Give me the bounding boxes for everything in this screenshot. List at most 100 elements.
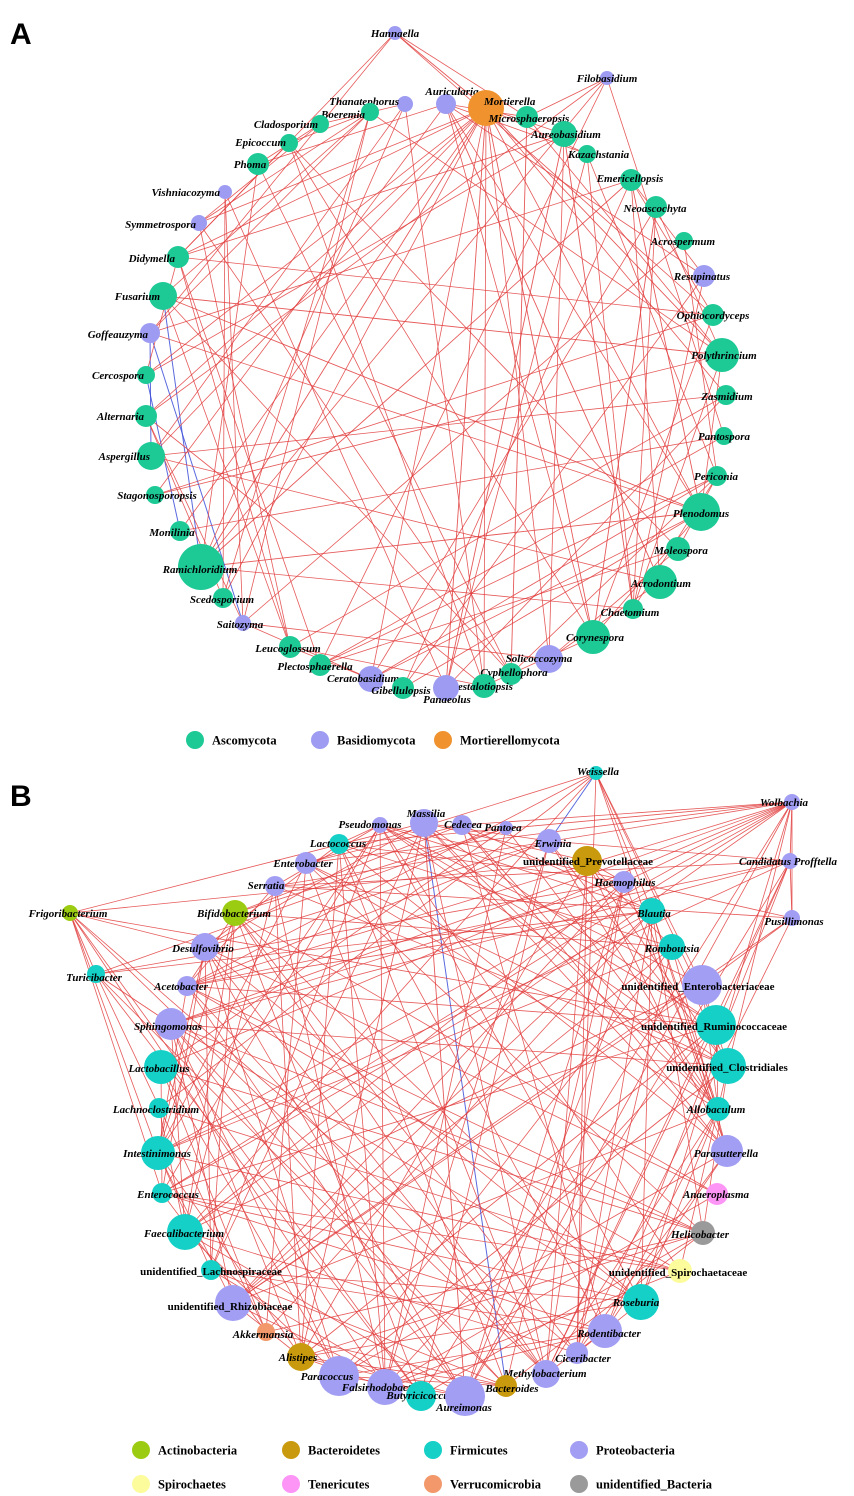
node-vishniacozyma[interactable]: Vishniacozyma — [152, 185, 232, 199]
node-auricularia[interactable]: Auricularia — [424, 86, 479, 114]
node-epicoccum[interactable]: Epicoccum — [234, 134, 298, 152]
node-pusillimonas[interactable]: Pusillimonas — [764, 910, 824, 928]
node-alistipes[interactable]: Alistipes — [278, 1343, 318, 1371]
node-cedecea[interactable]: Cedecea — [444, 815, 482, 835]
node-aureimonas[interactable]: Aureimonas — [435, 1376, 492, 1416]
node-butyricicoccus[interactable]: Butyricicoccus — [385, 1381, 454, 1411]
node-goffeauzyma[interactable]: Goffeauzyma — [88, 323, 160, 343]
node-unidentified-rhizobiaceae[interactable]: unidentified_Rhizobiaceae — [168, 1285, 293, 1321]
node-helicobacter[interactable]: Helicobacter — [670, 1221, 730, 1245]
node-ceratobasidium[interactable]: Ceratobasidium — [327, 666, 400, 692]
node-intestinimonas[interactable]: Intestinimonas — [122, 1136, 191, 1170]
node-ciceribacter[interactable]: Ciceribacter — [555, 1342, 612, 1365]
node-corynespora[interactable]: Corynespora — [566, 620, 625, 654]
node-weissella[interactable]: Weissella — [577, 766, 619, 780]
node-bacteroides[interactable]: Bacteroides — [484, 1375, 539, 1397]
node-turicibacter[interactable]: Turicibacter — [66, 965, 123, 984]
node-enterobacter[interactable]: Enterobacter — [272, 852, 333, 874]
node-methylobacterium[interactable]: Methylobacterium — [502, 1360, 587, 1388]
node-pseudomonas[interactable]: Pseudomonas — [339, 817, 402, 833]
node-bifidobacterium[interactable]: Bifidobacterium — [196, 900, 271, 926]
node-pantoea[interactable]: Pantoea — [484, 821, 522, 835]
node-thanatephorus[interactable]: Thanatephorus — [329, 96, 413, 112]
node-unidentified-prevotellaceae[interactable]: unidentified_Prevotellaceae — [523, 846, 653, 876]
edge-alternaria-mortierella — [145, 107, 487, 417]
node-unidentified-lachnospiraceae[interactable]: unidentified_Lachnospiraceae — [140, 1260, 282, 1280]
node-rodentibacter[interactable]: Rodentibacter — [576, 1314, 641, 1348]
node-unidentified-spirochaetaceae[interactable]: unidentified_Spirochaetaceae — [609, 1259, 748, 1283]
node-microsphaeropsis[interactable]: Microsphaeropsis — [488, 106, 570, 128]
node-candidatus-profftella[interactable]: Candidatus Profftella — [739, 853, 837, 869]
node-unidentified-ruminococcaceae[interactable]: unidentified_Ruminococcaceae — [641, 1005, 787, 1045]
node-lactobacillus[interactable]: Lactobacillus — [127, 1050, 190, 1084]
node-alternaria[interactable]: Alternaria — [96, 405, 157, 427]
node-cercospora[interactable]: Cercospora — [92, 366, 155, 384]
node-serratia[interactable]: Serratia — [248, 876, 285, 896]
node-kazachstania[interactable]: Kazachstania — [567, 145, 630, 163]
node-parasutterella[interactable]: Parasutterella — [694, 1135, 759, 1167]
node-unidentified-enterobacteriaceae[interactable]: unidentified_Enterobacteriaceae — [621, 965, 775, 1005]
node-romboutsia[interactable]: Romboutsia — [644, 934, 700, 960]
node-desulfovibrio[interactable]: Desulfovibrio — [171, 933, 234, 961]
node-acrodontium[interactable]: Acrodontium — [630, 565, 691, 599]
node-cladosporium[interactable]: Cladosporium — [254, 115, 329, 133]
node-saitozyma[interactable]: Saitozyma — [217, 615, 264, 631]
node-symmetrospora[interactable]: Symmetrospora — [125, 215, 207, 231]
node-didymella[interactable]: Didymella — [128, 246, 189, 268]
node-roseburia[interactable]: Roseburia — [612, 1284, 660, 1320]
node-emericellopsis[interactable]: Emericellopsis — [596, 169, 664, 191]
node-aureobasidium[interactable]: Aureobasidium — [530, 121, 601, 147]
node-leucoglossum[interactable]: Leucoglossum — [254, 636, 321, 658]
node-hannaella[interactable]: Hannaella — [370, 26, 420, 40]
node-chaetomium[interactable]: Chaetomium — [601, 599, 660, 619]
node-frigoribacterium[interactable]: Frigoribacterium — [28, 905, 108, 921]
node-anaeroplasma[interactable]: Anaeroplasma — [682, 1183, 750, 1205]
node-allobaculum[interactable]: Allobaculum — [686, 1097, 746, 1121]
node-lactococcus[interactable]: Lactococcus — [309, 834, 366, 854]
node-blautia[interactable]: Blautia — [636, 898, 671, 924]
node-plectosphaerella[interactable]: Plectosphaerella — [277, 654, 353, 676]
node-akkermansia[interactable]: Akkermansia — [232, 1323, 294, 1341]
node-periconia[interactable]: Periconia — [694, 466, 738, 486]
node-pantospora[interactable]: Pantospora — [698, 427, 750, 445]
node-circle — [495, 1375, 517, 1397]
node-filobasidium[interactable]: Filobasidium — [576, 71, 638, 85]
node-lachnoclostridium[interactable]: Lachnoclostridium — [112, 1098, 200, 1118]
node-circle — [141, 1136, 175, 1170]
node-acetobacter[interactable]: Acetobacter — [153, 976, 209, 996]
node-enterococcus[interactable]: Enterococcus — [136, 1183, 199, 1203]
node-paracoccus[interactable]: Paracoccus — [301, 1356, 359, 1396]
node-cyphellophora[interactable]: Cyphellophora — [480, 663, 548, 685]
node-solicoccozyma[interactable]: Solicoccozyma — [506, 645, 573, 673]
node-monilinia[interactable]: Monilinia — [148, 521, 195, 541]
node-gibellulopsis[interactable]: Gibellulopsis — [371, 677, 431, 699]
node-falsirhodobacter[interactable]: Falsirhodobacter — [341, 1369, 421, 1405]
node-faecalibacterium[interactable]: Faecalibacterium — [143, 1214, 224, 1250]
node-moleospora[interactable]: Moleospora — [653, 537, 708, 561]
node-fusarium[interactable]: Fusarium — [114, 282, 177, 310]
node-boeremia[interactable]: Boeremia — [320, 103, 379, 121]
node-mortierella[interactable]: Mortierella — [468, 90, 536, 126]
node-aspergillus[interactable]: Aspergillus — [98, 442, 165, 470]
node-polythrincium[interactable]: Polythrincium — [691, 338, 757, 372]
node-erwinia[interactable]: Erwinia — [534, 829, 572, 853]
node-wolbachia[interactable]: Wolbachia — [760, 794, 809, 810]
edge-enterobacter-unidentified-clostridiales — [305, 862, 729, 1067]
node-unidentified-clostridiales[interactable]: unidentified_Clostridiales — [666, 1048, 789, 1084]
node-resupinatus[interactable]: Resupinatus — [673, 265, 730, 287]
node-plenodomus[interactable]: Plenodomus — [673, 493, 729, 531]
node-zasmidium[interactable]: Zasmidium — [700, 385, 753, 405]
node-phoma[interactable]: Phoma — [234, 153, 269, 175]
edge-chaetomium-resupinatus — [632, 275, 705, 610]
node-scedosporium[interactable]: Scedosporium — [190, 588, 255, 608]
node-acrospermum[interactable]: Acrospermum — [650, 232, 716, 250]
node-sphingomonas[interactable]: Sphingomonas — [134, 1008, 202, 1040]
node-ophiocordyceps[interactable]: Ophiocordyceps — [677, 304, 750, 326]
node-panaeolus[interactable]: Panaeolus — [423, 675, 471, 706]
node-pestalotiopsis[interactable]: Pestalotiopsis — [451, 674, 513, 698]
node-stagonosporopsis[interactable]: Stagonosporopsis — [117, 486, 197, 504]
node-neoascochyta[interactable]: Neoascochyta — [623, 196, 687, 218]
node-ramichloridium[interactable]: Ramichloridium — [162, 544, 238, 590]
node-massilia[interactable]: Massilia — [406, 808, 446, 837]
node-haemophilus[interactable]: Haemophilus — [593, 871, 656, 893]
